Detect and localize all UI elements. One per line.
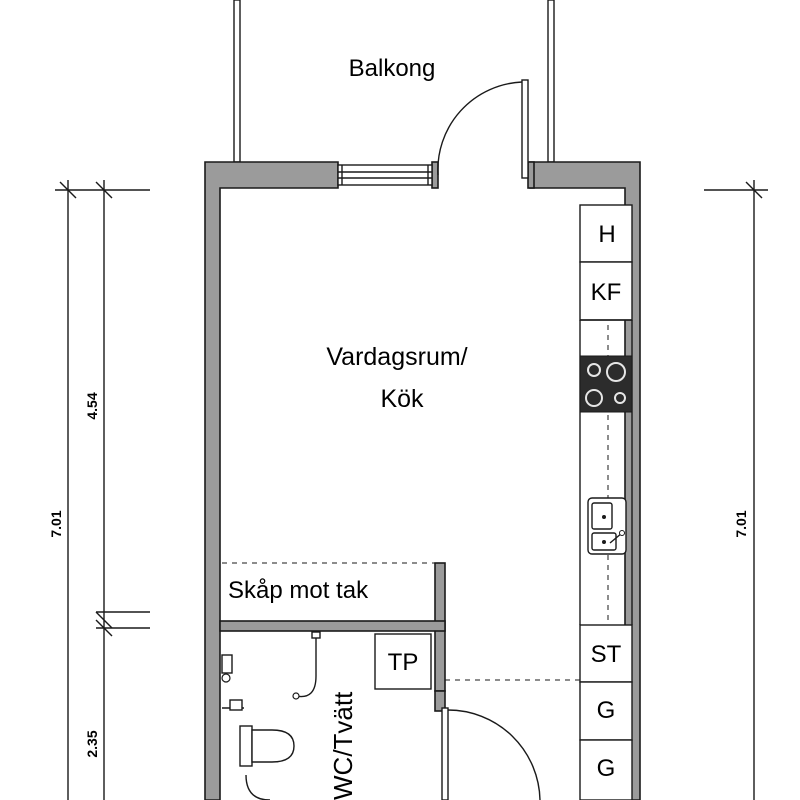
room-label-living: Vardagsrum/ [326, 343, 467, 371]
shower-icon [221, 631, 321, 711]
fixture-label-hood: H [598, 221, 615, 248]
balcony-door [437, 79, 529, 179]
fixture-label-dryer: TP [388, 649, 419, 676]
room-label-bathroom: WC/Tvätt [328, 691, 358, 800]
room-label-balcony: Balkong [349, 55, 436, 82]
dryer-cabinet [374, 633, 432, 690]
outer-walls [204, 161, 641, 800]
fixture-label-storage: ST [591, 641, 622, 668]
kitchen-cabinets [579, 204, 633, 800]
dimension-label-left-upper: 4.54 [84, 392, 100, 419]
dimension-label-right-total: 7.01 [733, 510, 749, 537]
interior-walls [219, 562, 446, 712]
room-label-kitchen: Kök [380, 385, 424, 413]
stove-icon [579, 355, 633, 413]
fixture-label-wardrobe-2: G [597, 755, 616, 782]
bathroom-door [441, 679, 580, 800]
sink-icon [587, 497, 627, 555]
dimension-label-left-lower: 2.35 [84, 730, 100, 757]
dimension-left [55, 180, 150, 800]
room-label-closet: Skåp mot tak [228, 577, 369, 604]
fixture-label-wardrobe-1: G [597, 697, 616, 724]
fixture-label-fridge-freezer: KF [591, 279, 622, 306]
toilet-icon [239, 725, 295, 800]
dimension-right [704, 180, 768, 800]
dimension-label-left-total: 7.01 [48, 510, 64, 537]
window [337, 164, 433, 186]
